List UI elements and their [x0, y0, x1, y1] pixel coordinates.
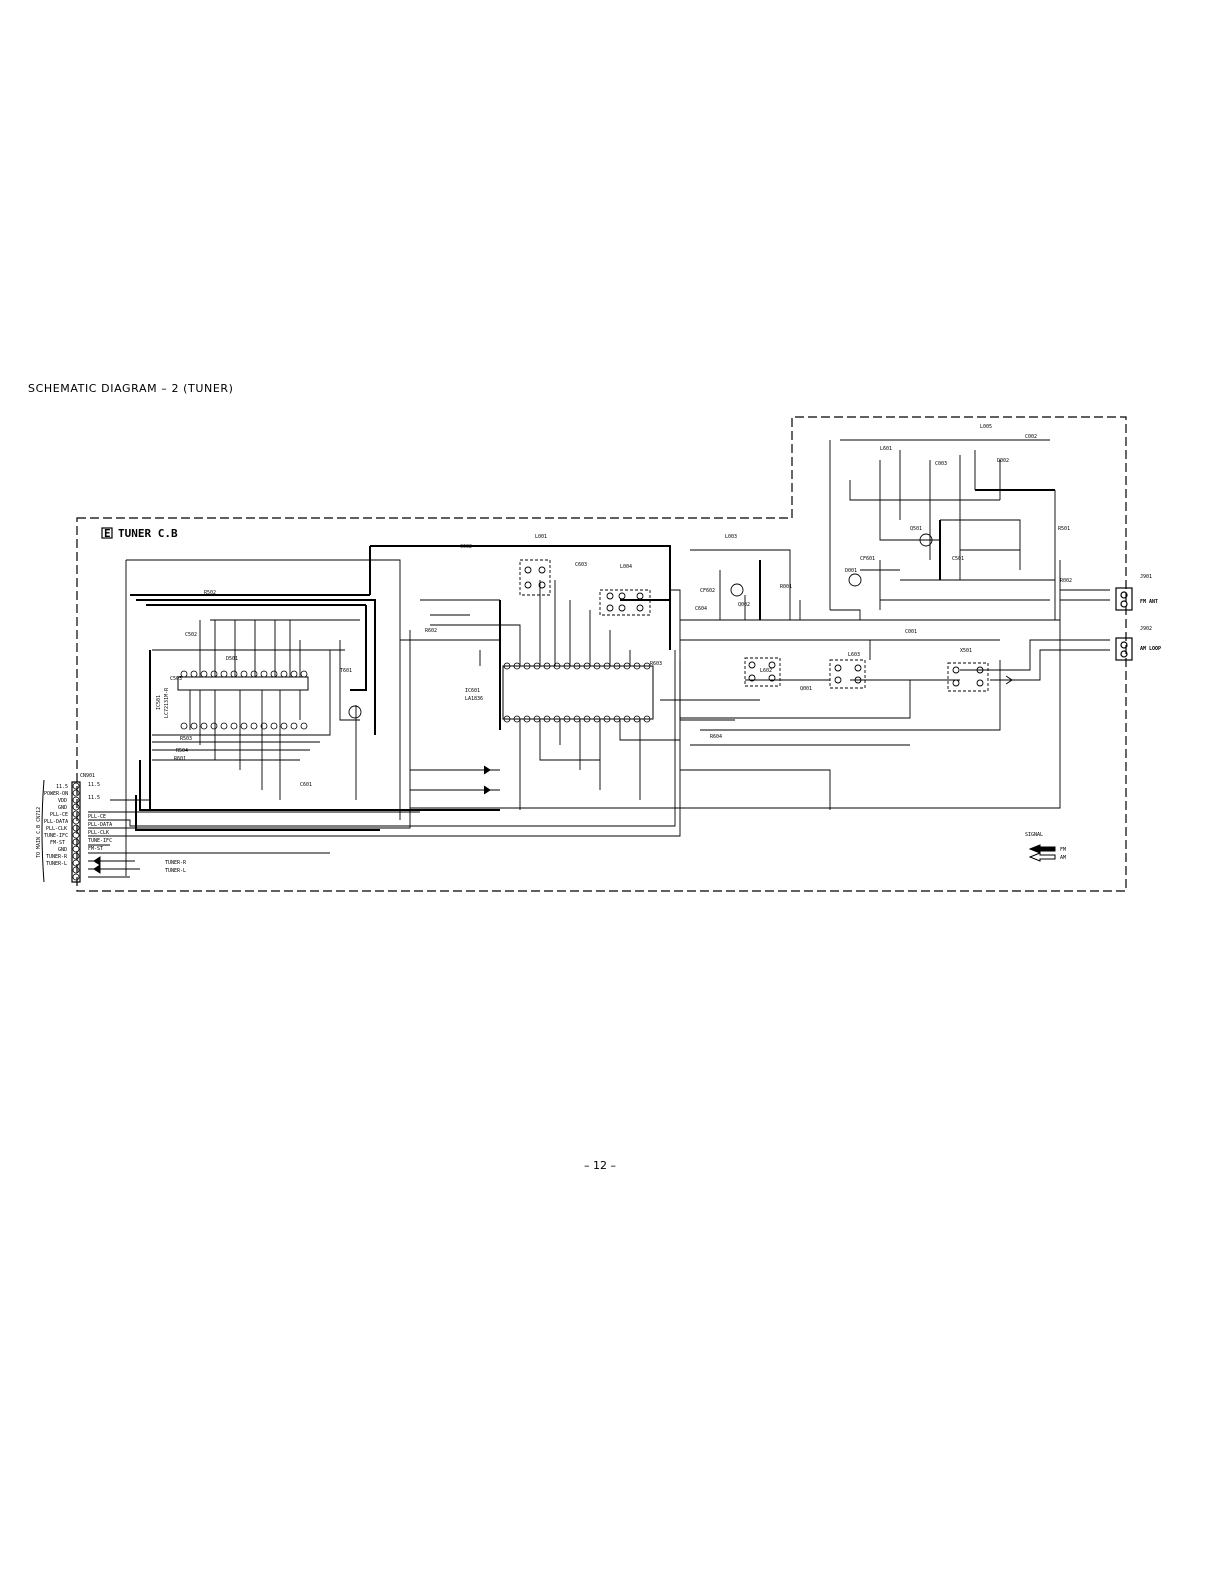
page-number: – 12 – [584, 1159, 616, 1172]
svg-text:X501: X501 [960, 648, 972, 654]
legend-am-arrow [1028, 852, 1056, 862]
svg-text:L601: L601 [880, 446, 892, 452]
svg-text:GND: GND [58, 805, 67, 811]
svg-text:C501: C501 [952, 556, 964, 562]
page-title: SCHEMATIC DIAGRAM – 2 (TUNER) [28, 382, 234, 395]
fm-jack-ref: J901 [1140, 574, 1152, 580]
board-letter: E [104, 527, 111, 540]
svg-text:PLL-CLK: PLL-CLK [46, 826, 67, 832]
svg-text:TUNER-L: TUNER-L [46, 861, 67, 867]
ic501-part: LC72131M-R [164, 687, 170, 718]
svg-text:L005: L005 [980, 424, 992, 430]
svg-text:L004: L004 [620, 564, 632, 570]
svg-text:PLL-DATA: PLL-DATA [44, 819, 68, 825]
connector-wire-labels: 11.5 11.5 PLL-CE PLL-DATA PLL-CLK TUNE-I… [88, 782, 187, 874]
svg-text:FM-ST: FM-ST [50, 840, 65, 846]
connector-signal-labels: 11.5 POWER-ON VDD GND PLL-CE PLL-DATA PL… [44, 784, 68, 867]
svg-text:TUNER-R: TUNER-R [165, 860, 187, 866]
svg-text:C604: C604 [695, 606, 707, 612]
svg-text:C602: C602 [460, 544, 472, 550]
svg-text:L003: L003 [725, 534, 737, 540]
board-letter-box [101, 527, 113, 539]
board-name: TUNER C.B [118, 527, 178, 540]
legend-fm-arrow [1028, 844, 1056, 854]
jack-fm [1115, 587, 1133, 611]
legend-fm-label: FM [1060, 847, 1066, 853]
svg-text:R502: R502 [204, 590, 216, 596]
svg-text:C502: C502 [185, 632, 197, 638]
svg-text:PLL-CLK: PLL-CLK [88, 830, 109, 836]
svg-text:R501: R501 [1058, 526, 1070, 532]
svg-text:R601: R601 [174, 756, 186, 762]
svg-text:L603: L603 [848, 652, 860, 658]
svg-text:TUNER-R: TUNER-R [46, 854, 68, 860]
svg-text:C002: C002 [1025, 434, 1037, 440]
svg-text:R602: R602 [425, 628, 437, 634]
connector-ref: CN901 [80, 773, 95, 779]
fm-jack-label: FM ANT [1140, 599, 1158, 605]
svg-text:L001: L001 [535, 534, 547, 540]
svg-text:T601: T601 [340, 668, 352, 674]
svg-text:R002: R002 [1060, 578, 1072, 584]
svg-text:VDD: VDD [58, 798, 67, 804]
svg-text:L602: L602 [760, 668, 772, 674]
ic601-part: LA1836 [465, 696, 483, 702]
svg-text:FM-ST: FM-ST [88, 846, 103, 852]
svg-text:TUNE-IFC: TUNE-IFC [88, 838, 112, 844]
svg-text:D002: D002 [997, 458, 1009, 464]
connector-side-label: TO MAIN C.B CN712 [36, 807, 42, 858]
svg-text:D501: D501 [226, 656, 238, 662]
svg-text:R604: R604 [710, 734, 722, 740]
svg-text:CF601: CF601 [860, 556, 875, 562]
svg-text:GND: GND [58, 847, 67, 853]
connector-cn901 [71, 781, 81, 883]
svg-text:POWER-ON: POWER-ON [44, 791, 68, 797]
ic601-body [502, 665, 654, 720]
svg-text:R504: R504 [176, 748, 188, 754]
svg-text:C601: C601 [300, 782, 312, 788]
svg-text:PLL-CE: PLL-CE [88, 814, 106, 820]
am-jack-label: AM LOOP [1140, 646, 1161, 652]
svg-text:C001: C001 [905, 629, 917, 635]
svg-text:R503: R503 [180, 736, 192, 742]
svg-text:11.5: 11.5 [56, 784, 68, 790]
ic501-ref: IC501 [156, 695, 162, 710]
svg-text:Q002: Q002 [738, 602, 750, 608]
ic501-body [177, 676, 309, 691]
svg-text:11.5: 11.5 [88, 795, 100, 801]
svg-text:D001: D001 [845, 568, 857, 574]
svg-text:C003: C003 [935, 461, 947, 467]
svg-text:Q001: Q001 [800, 686, 812, 692]
svg-text:11.5: 11.5 [88, 782, 100, 788]
svg-text:C503: C503 [170, 676, 182, 682]
jack-am [1115, 637, 1133, 661]
component-labels: L001 L003 L004 L005 L601 L602 L603 X501 … [170, 424, 1072, 788]
svg-text:PLL-CE: PLL-CE [50, 812, 68, 818]
svg-text:PLL-DATA: PLL-DATA [88, 822, 112, 828]
legend-title: SIGNAL [1025, 832, 1043, 838]
svg-text:R603: R603 [650, 661, 662, 667]
am-jack-ref: J902 [1140, 626, 1152, 632]
svg-text:TUNE-IFC: TUNE-IFC [44, 833, 68, 839]
svg-text:CF602: CF602 [700, 588, 715, 594]
svg-text:Q501: Q501 [910, 526, 922, 532]
legend-am-label: AM [1060, 855, 1066, 861]
ic601-ref: IC601 [465, 688, 480, 694]
board-outline [76, 416, 1127, 892]
svg-text:R001: R001 [780, 584, 792, 590]
svg-text:C603: C603 [575, 562, 587, 568]
svg-text:TUNER-L: TUNER-L [165, 868, 186, 874]
